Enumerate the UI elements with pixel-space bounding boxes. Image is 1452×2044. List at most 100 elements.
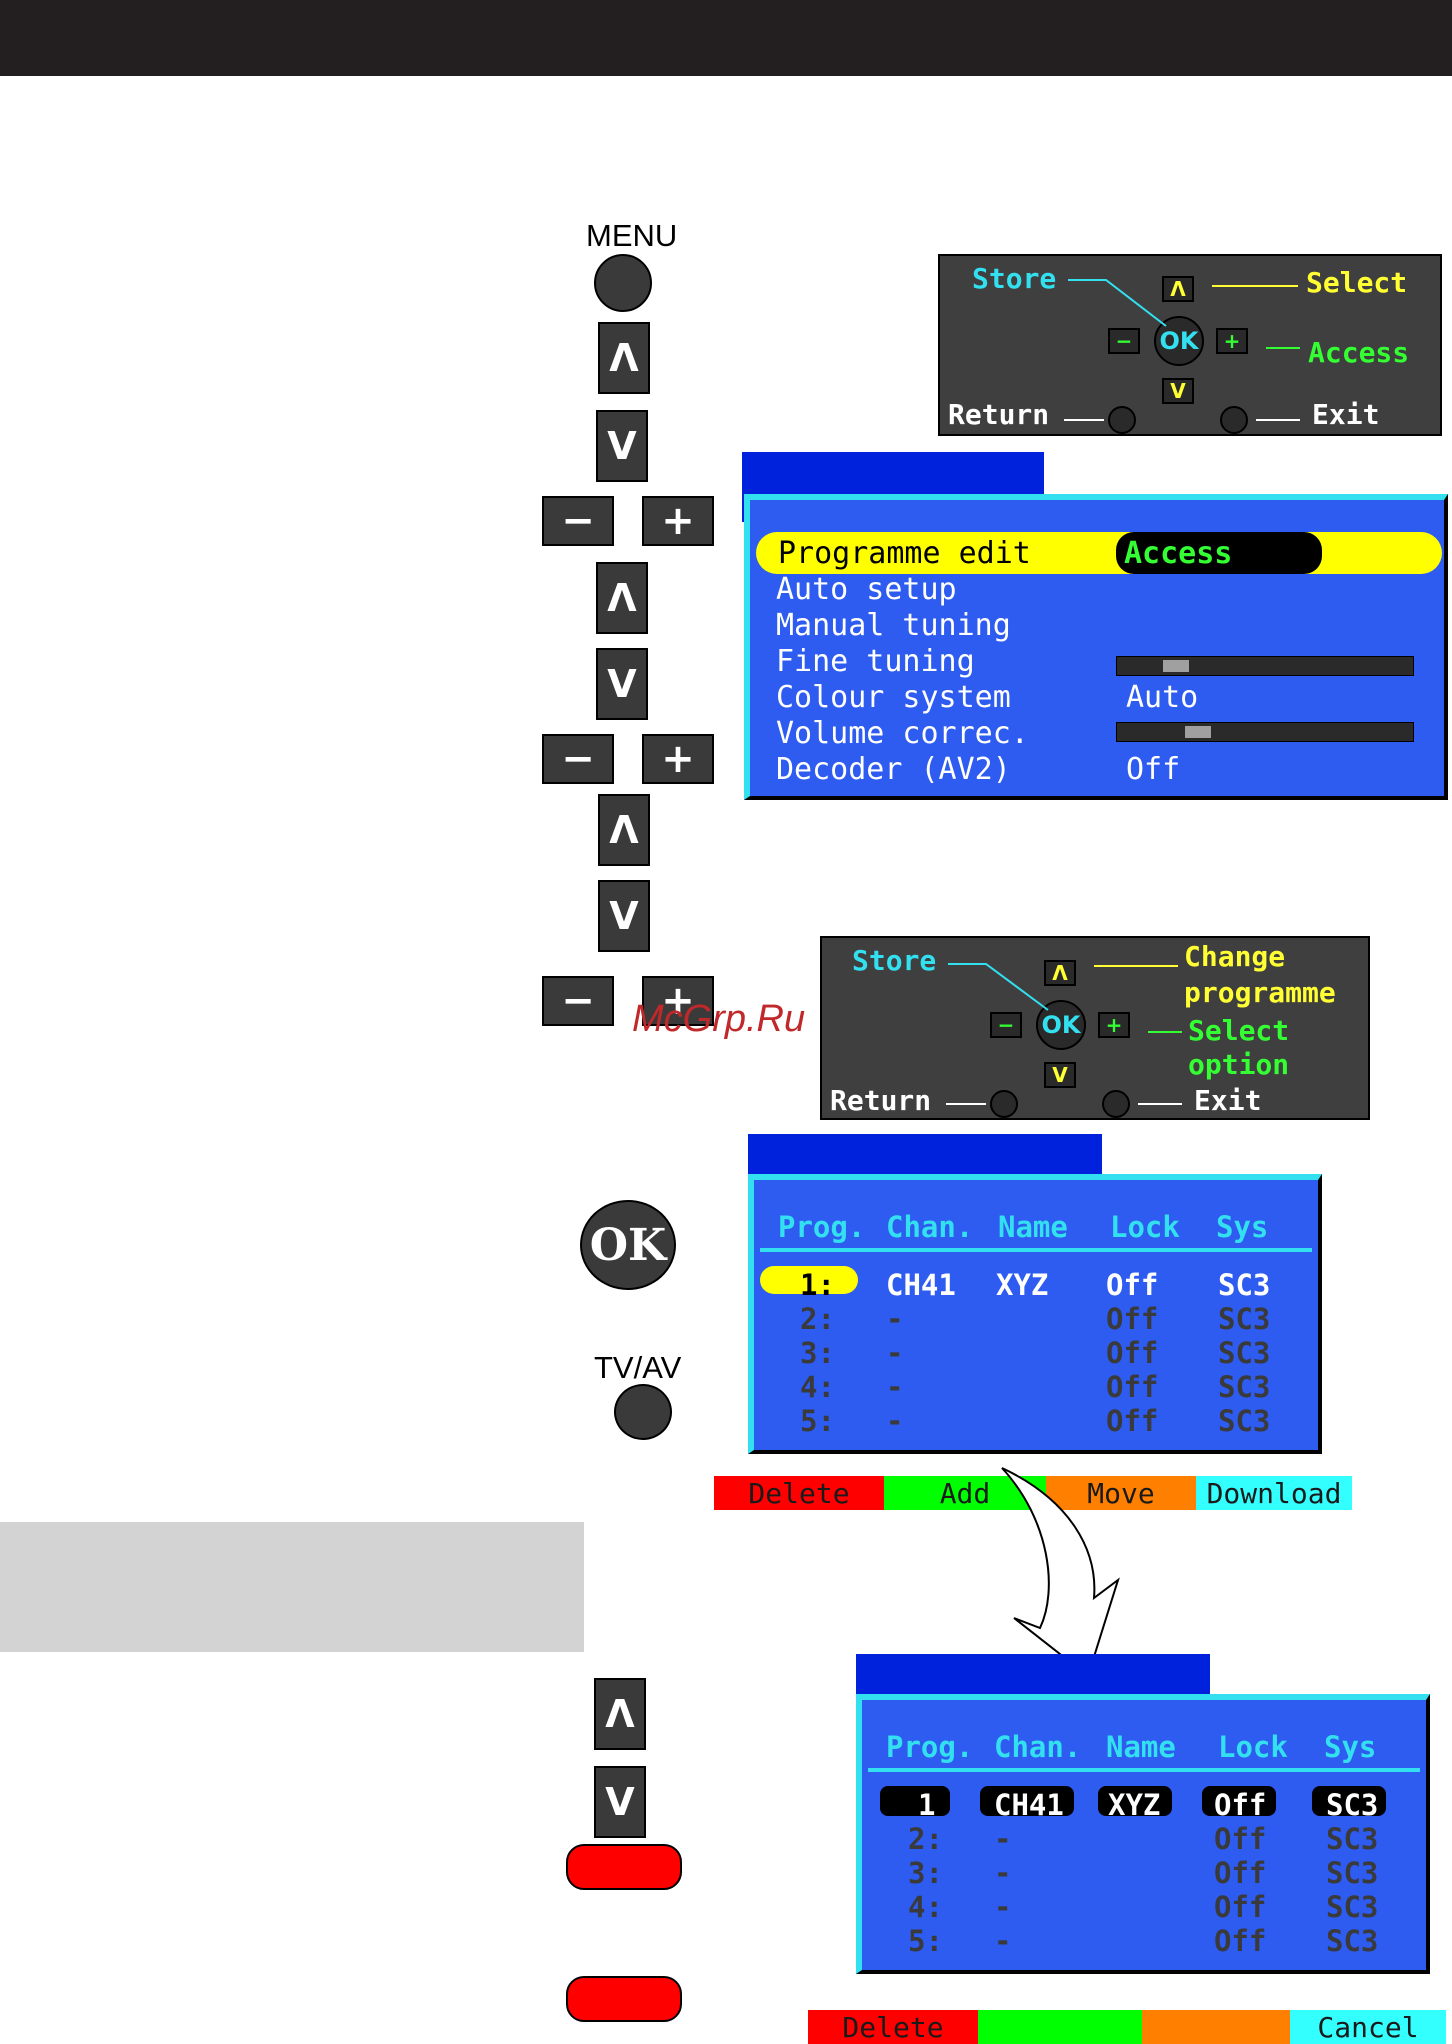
plus-button[interactable]: +: [642, 496, 714, 546]
column-header: Sys: [1216, 1210, 1269, 1244]
download-fkey[interactable]: Download: [1196, 1476, 1352, 1510]
menu-item-fine-tuning[interactable]: Fine tuning: [776, 644, 975, 679]
down-button[interactable]: V: [598, 880, 650, 952]
volume-correction-slider-thumb[interactable]: [1185, 726, 1211, 738]
delete-fkey[interactable]: Delete: [714, 1476, 884, 1510]
table-cell: XYZ: [996, 1268, 1049, 1302]
up-button[interactable]: Λ: [596, 562, 648, 634]
menu-button[interactable]: [594, 254, 652, 312]
column-header: Name: [1106, 1730, 1176, 1764]
column-header: Chan.: [994, 1730, 1082, 1764]
down-button[interactable]: V: [594, 1766, 646, 1838]
fine-tuning-slider-thumb[interactable]: [1163, 660, 1189, 672]
add-fkey[interactable]: Add: [884, 1476, 1046, 1510]
plus-key-icon: +: [1216, 328, 1248, 354]
menu-item-programme-edit[interactable]: Programme edit: [778, 536, 1031, 571]
table-cell: SC3: [1218, 1370, 1271, 1404]
table-cell: SC3: [1326, 1890, 1379, 1924]
help-select-label: Select: [1188, 1014, 1290, 1047]
table-cell: Off: [1106, 1370, 1159, 1404]
help-option-label: option: [1188, 1048, 1290, 1081]
minus-button[interactable]: −: [542, 734, 614, 784]
orange-fkey[interactable]: [1142, 2010, 1290, 2044]
watermark: McGrp.Ru: [632, 998, 806, 1040]
table-cell: Off: [1106, 1336, 1159, 1370]
table-cell: SC3: [1218, 1302, 1271, 1336]
fine-tuning-slider[interactable]: [1116, 656, 1414, 676]
column-header: Lock: [1218, 1730, 1288, 1764]
down-button[interactable]: V: [596, 410, 648, 482]
table-cell: -: [886, 1370, 904, 1404]
plus-button[interactable]: +: [642, 976, 714, 1026]
up-button[interactable]: Λ: [594, 1678, 646, 1750]
column-header: Prog.: [778, 1210, 866, 1244]
table-cell[interactable]: XYZ: [1108, 1788, 1161, 1822]
move-fkey[interactable]: Move: [1046, 1476, 1196, 1510]
table-cell[interactable]: Off: [1214, 1788, 1267, 1822]
edit-field-box: [1312, 1786, 1386, 1816]
menu-item-colour-system[interactable]: Colour system: [776, 680, 1011, 715]
exit-key-icon: [1220, 406, 1248, 434]
note-box: [0, 1522, 584, 1652]
up-button[interactable]: Λ: [598, 322, 650, 394]
cancel-fkey[interactable]: Cancel: [1290, 2010, 1446, 2044]
table-cell[interactable]: 4:: [908, 1890, 943, 1924]
help-exit-label: Exit: [1312, 398, 1380, 431]
help-return-label: Return: [948, 398, 1050, 431]
help-connector-lines: [946, 963, 1182, 1105]
down-key-icon: V: [1044, 1062, 1076, 1088]
table-cell[interactable]: 4:: [800, 1370, 835, 1404]
table-cell: SC3: [1326, 1924, 1379, 1958]
table-cell[interactable]: 1: [918, 1788, 936, 1822]
tuning-menu: Programme edit Access Auto setup Manual …: [744, 494, 1448, 800]
help-access-label: Access: [1308, 336, 1410, 369]
minus-button[interactable]: −: [542, 496, 614, 546]
down-button[interactable]: V: [596, 648, 648, 720]
ok-button[interactable]: OK: [580, 1200, 676, 1290]
table-cell[interactable]: 3:: [908, 1856, 943, 1890]
up-button[interactable]: Λ: [598, 794, 650, 866]
table-cell: Off: [1214, 1822, 1267, 1856]
plus-button[interactable]: +: [642, 734, 714, 784]
table-cell[interactable]: 3:: [800, 1336, 835, 1370]
help-programme-label: programme: [1184, 976, 1336, 1009]
table-cell: Off: [1106, 1268, 1159, 1302]
up-key-icon: Λ: [1044, 960, 1076, 986]
menu-item-decoder[interactable]: Decoder (AV2): [776, 752, 1011, 787]
table-cell: SC3: [1218, 1404, 1271, 1438]
column-header: Chan.: [886, 1210, 974, 1244]
minus-key-icon: −: [990, 1012, 1022, 1038]
return-key-icon: [1108, 406, 1136, 434]
table-cell[interactable]: 2:: [908, 1822, 943, 1856]
table-cell[interactable]: 5:: [908, 1924, 943, 1958]
help-return-label: Return: [830, 1084, 932, 1117]
red-button[interactable]: [566, 1844, 682, 1890]
volume-correction-slider[interactable]: [1116, 722, 1414, 742]
help-panel: Store Select Access Return Exit Λ V − + …: [938, 254, 1442, 436]
row-highlight: [760, 1266, 858, 1294]
help-exit-label: Exit: [1194, 1084, 1262, 1117]
table-cell: SC3: [1326, 1856, 1379, 1890]
minus-key-icon: −: [1108, 328, 1140, 354]
table-cell: CH41: [886, 1268, 956, 1302]
table-cell[interactable]: 2:: [800, 1302, 835, 1336]
menu-item-auto-setup[interactable]: Auto setup: [776, 572, 957, 607]
menu-item-volume-correction[interactable]: Volume correc.: [776, 716, 1029, 751]
red-button[interactable]: [566, 1976, 682, 2022]
green-fkey[interactable]: [978, 2010, 1142, 2044]
table-cell[interactable]: CH41: [994, 1788, 1064, 1822]
menu-key-label: MENU: [586, 218, 678, 253]
table-cell[interactable]: 1:: [800, 1268, 835, 1302]
minus-button[interactable]: −: [542, 976, 614, 1026]
ok-key-icon: OK: [1036, 1000, 1086, 1050]
delete-fkey[interactable]: Delete: [808, 2010, 978, 2044]
table-cell[interactable]: 5:: [800, 1404, 835, 1438]
column-header: Name: [998, 1210, 1068, 1244]
table-cell: -: [994, 1822, 1012, 1856]
table-cell: Off: [1214, 1924, 1267, 1958]
table-cell[interactable]: SC3: [1326, 1788, 1379, 1822]
tvav-button[interactable]: [614, 1384, 672, 1440]
menu-item-manual-tuning[interactable]: Manual tuning: [776, 608, 1011, 643]
header-bar: [0, 0, 1452, 76]
menu-item-programme-edit-value[interactable]: Access: [1124, 536, 1233, 571]
